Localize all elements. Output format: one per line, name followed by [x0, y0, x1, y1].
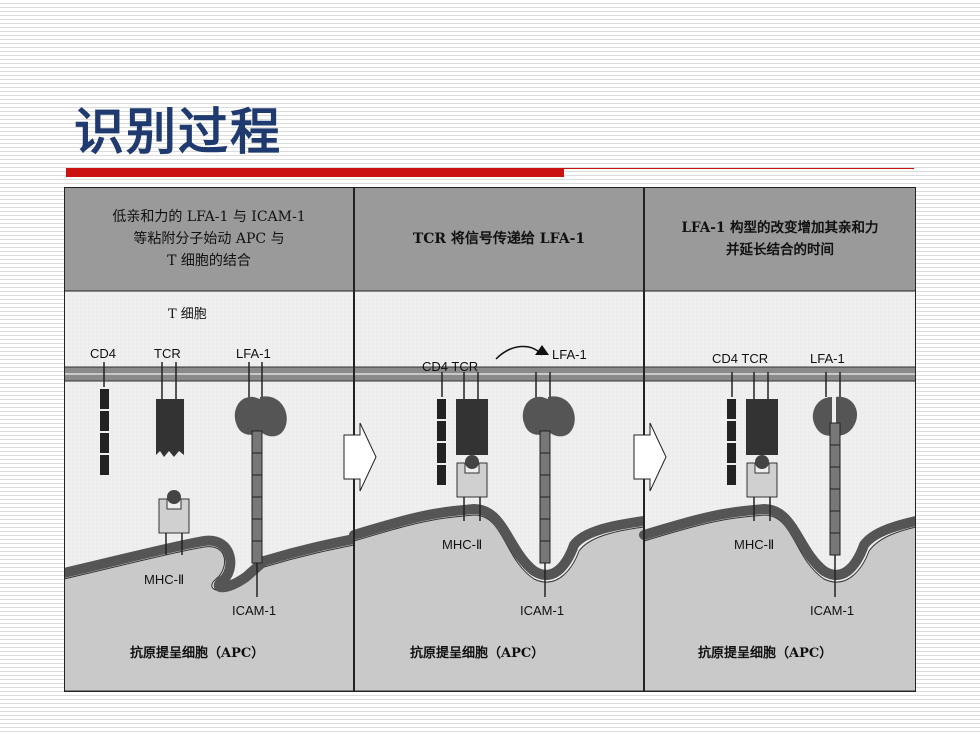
panel-1-cd4-molecule — [100, 362, 109, 475]
panel-2-tcr-molecule — [456, 372, 488, 521]
slide-title: 识别过程 — [74, 103, 282, 161]
panel-1-caption-line-3: T 细胞的结合 — [167, 253, 251, 269]
panel-3-icam1-molecule — [829, 422, 841, 597]
title-underline — [66, 168, 564, 177]
panel-1-caption: 低亲和力的 LFA-1 与 ICAM-1 等粘附分子始动 APC 与 T 细胞的… — [64, 187, 354, 291]
panel-3-caption: LFA-1 构型的改变增加其亲和力 并延长结合的时间 — [644, 187, 916, 291]
panel-1-caption-bg — [64, 187, 354, 291]
panel-3-icam1-label: ICAM-1 — [810, 603, 855, 618]
panel-1-icam1-molecule — [251, 430, 263, 597]
t-cell-label: T 细胞 — [168, 307, 207, 322]
transition-arrow-2 — [633, 422, 667, 492]
panel-1-apc-region — [64, 544, 355, 692]
panel-3-caption-line-1: LFA-1 构型的改变增加其亲和力 — [681, 220, 879, 236]
panel-1-mhc2-label: MHC-Ⅱ — [144, 572, 185, 587]
panel-1-caption-line-2: 等粘附分子始动 APC 与 — [133, 231, 285, 247]
panel-1-mhc2-molecule — [158, 490, 190, 555]
panel-1-lfa1-label: LFA-1 — [236, 346, 271, 361]
panel-2-caption: TCR 将信号传递给 LFA-1 — [354, 187, 644, 291]
panel-2-graphics — [349, 187, 649, 692]
panel-1-caption-line-1: 低亲和力的 LFA-1 与 ICAM-1 — [112, 209, 306, 225]
panel-2-apc-membrane — [349, 503, 649, 580]
panel-3-mhc2-label: MHC-Ⅱ — [734, 537, 775, 552]
panel-1-apc-label: 抗原提呈细胞（APC） — [130, 646, 265, 661]
panel-2-icam1-label: ICAM-1 — [520, 603, 565, 618]
panel-3-cd4-molecule — [727, 372, 736, 485]
panel-3-lfa1-label: LFA-1 — [810, 351, 845, 366]
panel-2-caption-line-1: TCR 将信号传递给 LFA-1 — [412, 231, 586, 247]
panel-2-lfa1-molecule — [522, 372, 575, 437]
panel-3-apc-region — [643, 514, 916, 692]
panel-1-graphics — [64, 187, 359, 692]
panel-1-lfa1-molecule — [234, 362, 287, 437]
panel-2-lfa1-label: LFA-1 — [552, 347, 587, 362]
panel-1-cd4-label: CD4 — [90, 346, 117, 361]
panel-3-caption-bg — [644, 187, 916, 291]
panel-2-mhc2-label: MHC-Ⅱ — [442, 537, 483, 552]
panel-3-graphics — [639, 187, 916, 692]
transition-arrow-1 — [343, 422, 377, 492]
process-diagram — [64, 187, 916, 692]
panel-1-icam1-label: ICAM-1 — [232, 603, 277, 618]
panel-3-lfa1-molecule — [812, 372, 858, 436]
panel-1-tcr-molecule — [156, 362, 184, 457]
panel-2-apc-region — [353, 514, 645, 692]
panel-1-tcr-label: TCR — [154, 346, 181, 361]
panel-1-apc-membrane — [64, 534, 359, 593]
panel-2-cd4-tcr-label: CD4 TCR — [422, 359, 479, 374]
panel-2-caption-bg — [354, 187, 644, 291]
panel-3-tcr-molecule — [746, 372, 778, 521]
title-underline-thin — [564, 168, 914, 169]
panel-3-caption-line-2: 并延长结合的时间 — [726, 242, 834, 258]
panel-2-icam1-molecule — [539, 430, 551, 597]
panel-3-apc-membrane — [639, 503, 916, 580]
recognition-process-figure: 低亲和力的 LFA-1 与 ICAM-1 等粘附分子始动 APC 与 T 细胞的… — [64, 187, 916, 693]
panel-2-apc-label: 抗原提呈细胞（APC） — [410, 646, 545, 661]
panel-3-cd4-tcr-label: CD4 TCR — [712, 351, 769, 366]
panel-2-cd4-molecule — [437, 372, 446, 485]
panel-3-apc-label: 抗原提呈细胞（APC） — [698, 646, 833, 661]
